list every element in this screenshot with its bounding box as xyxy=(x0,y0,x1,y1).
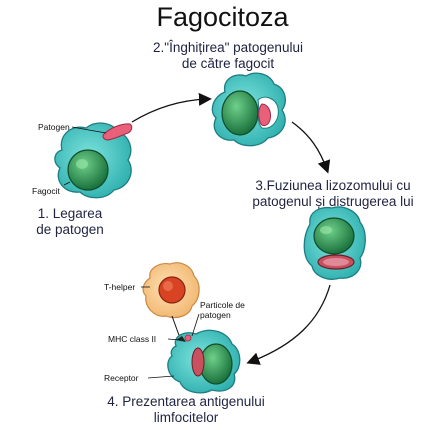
arrow-1-to-2 xyxy=(131,92,212,123)
label-particole-line-2: patogen xyxy=(200,310,231,320)
label-receptor: Receptor xyxy=(104,373,139,383)
step-1-line-1: 1. Legarea xyxy=(37,206,103,221)
phagocyte-cell-1 xyxy=(54,122,133,199)
step-3-line-2: patogenul și distrugerea lui xyxy=(252,194,414,209)
t-helper-cell xyxy=(142,262,200,339)
step-2-line-2: de către fagocit xyxy=(181,56,275,71)
diagram-title: Fagocitoza xyxy=(156,2,289,32)
step-4-caption: 4. Prezentarea antigenului limfocitelor xyxy=(84,394,288,426)
phagocyte-cell-2 xyxy=(211,72,286,147)
label-fagocit: Fagocit xyxy=(32,186,60,196)
step-1-line-2: de patogen xyxy=(36,222,104,237)
label-mhc-class-ii: MHC class II xyxy=(108,334,157,344)
label-particole: Particole de patogen xyxy=(200,300,245,320)
step-3-line-1: 3.Fuziunea lizozomului cu xyxy=(255,178,411,193)
pathogen-shape xyxy=(102,123,133,141)
step-1-caption: 1. Legarea de patogen xyxy=(14,206,126,238)
step-3-caption: 3.Fuziunea lizozomului cu patogenul și d… xyxy=(228,178,438,210)
label-t-helper: T-helper xyxy=(104,282,136,292)
phagocyte-cell-3 xyxy=(303,206,366,280)
arrow-2-to-3 xyxy=(291,121,331,174)
step-4-line-1: 4. Prezentarea antigenului xyxy=(107,394,265,409)
step-2-line-1: 2."Înghițirea" patogenului xyxy=(153,40,303,55)
phagocyte-cell-4 xyxy=(167,329,241,394)
pathogen-shape xyxy=(258,103,271,127)
step-4-line-2: limfocitelor xyxy=(153,410,219,425)
label-patogen: Patogen xyxy=(38,122,70,132)
step-2-caption: 2."Înghițirea" patogenului de către fago… xyxy=(128,40,328,72)
arrow-3-to-4 xyxy=(246,284,331,365)
label-particole-line-1: Particole de xyxy=(200,300,245,310)
